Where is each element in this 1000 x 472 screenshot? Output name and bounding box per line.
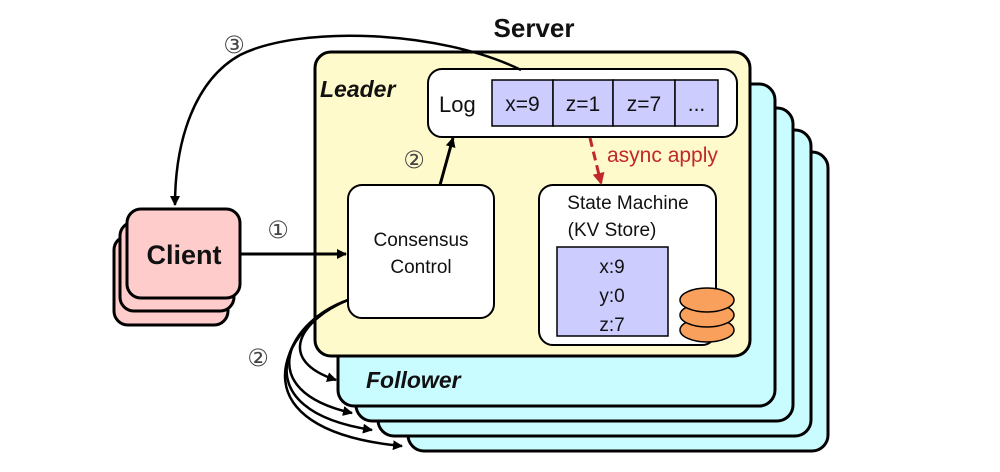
- kv-entry: y:0: [599, 286, 624, 307]
- step-3-response-arrow: ③: [170, 31, 522, 206]
- async-apply-label: async apply: [607, 144, 718, 167]
- log-entry-cell: [491, 79, 554, 127]
- consensus-line2: Control: [390, 257, 451, 278]
- log-entry-text: z=1: [566, 93, 600, 116]
- log-entry-cell: [674, 79, 719, 127]
- step-1-marker: ①: [267, 216, 289, 244]
- database-icon: [679, 287, 735, 343]
- state-machine-line2: (KV Store): [568, 220, 657, 241]
- step-1-request-arrow: ①: [240, 216, 347, 259]
- log-entry-cell: [612, 79, 676, 127]
- log-entry-text: ...: [688, 93, 706, 116]
- follower-label: Follower: [366, 367, 462, 393]
- state-machine: State Machine (KV Store) x:9 y:0 z:7: [538, 184, 735, 346]
- step-2-append-arrow: ②: [403, 137, 456, 186]
- client-label: Client: [146, 240, 221, 270]
- log-label: Log: [439, 92, 476, 117]
- step-2-replicate-arrows: ②: [247, 298, 403, 451]
- kv-store-box: [556, 246, 669, 337]
- consensus-box: [347, 184, 495, 319]
- client-stack: Client: [112, 207, 242, 327]
- kv-entry: z:7: [599, 315, 624, 336]
- leader-label: Leader: [320, 76, 396, 102]
- kv-entry: x:9: [599, 257, 624, 278]
- step-2-followers-marker: ②: [247, 344, 269, 372]
- log-entry-text: x=9: [505, 93, 539, 116]
- log-entries: x=9 z=1 z=7...: [491, 79, 719, 127]
- log: Log x=9 z=1 z=7...: [427, 68, 738, 138]
- consensus-line1: Consensus: [373, 230, 468, 251]
- log-entry-text: z=7: [627, 93, 661, 116]
- step-2-log-marker: ②: [403, 146, 425, 174]
- consensus-control: Consensus Control: [347, 184, 495, 319]
- log-entry-cell: [552, 79, 614, 127]
- async-apply-arrow: async apply: [588, 137, 718, 185]
- state-machine-line1: State Machine: [567, 193, 688, 214]
- server-title: Server: [494, 13, 575, 43]
- step-3-marker: ③: [223, 31, 245, 59]
